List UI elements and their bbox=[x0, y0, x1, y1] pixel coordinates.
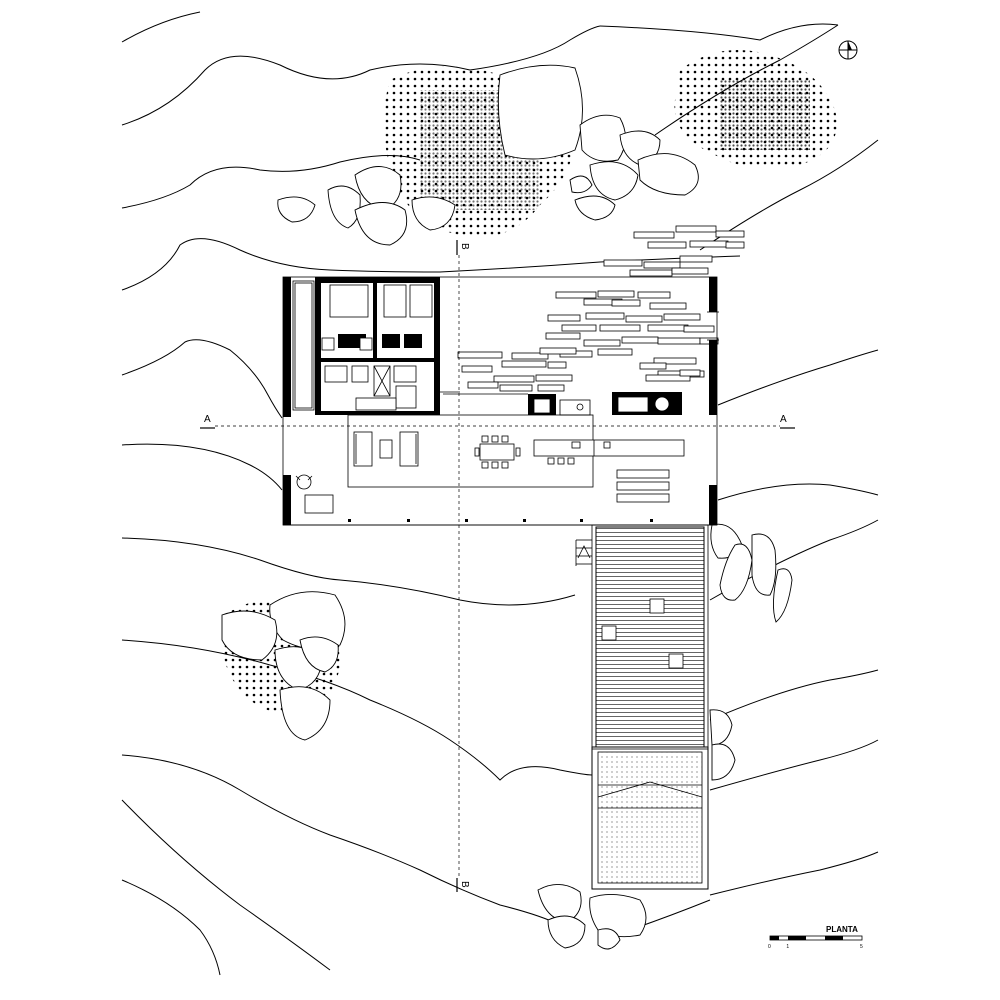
tree-top-right bbox=[674, 50, 837, 169]
section-a-label-right: A bbox=[780, 414, 787, 425]
stepping-stone bbox=[649, 302, 687, 310]
stepping-stone bbox=[537, 384, 565, 392]
column-markers bbox=[348, 519, 653, 522]
stepping-stone bbox=[663, 313, 701, 321]
bedroom-block bbox=[315, 277, 440, 415]
stepping-stone bbox=[457, 351, 503, 359]
stepping-stone bbox=[561, 324, 597, 332]
stepping-stone bbox=[725, 241, 745, 249]
north-arrow-icon bbox=[838, 40, 858, 60]
stepping-stone bbox=[545, 332, 581, 340]
stepping-stone bbox=[611, 299, 641, 307]
stepping-stone bbox=[653, 357, 697, 365]
stepping-stone bbox=[647, 241, 687, 249]
stepping-stone bbox=[689, 240, 729, 248]
section-b-label-bottom: B bbox=[459, 881, 470, 888]
stepping-stone bbox=[683, 325, 715, 333]
stepping-stone bbox=[645, 374, 691, 382]
stepping-stone bbox=[501, 360, 547, 368]
stepping-stone bbox=[585, 312, 625, 320]
stepping-stone bbox=[639, 362, 667, 370]
stepping-stone bbox=[647, 324, 689, 332]
stepping-stone bbox=[535, 374, 573, 382]
stepping-stone bbox=[679, 369, 701, 377]
stepping-stone bbox=[493, 375, 535, 383]
scale-tick-label: 1 bbox=[786, 944, 789, 950]
stepping-stone bbox=[679, 255, 713, 263]
section-line-a bbox=[200, 425, 795, 429]
living-area bbox=[295, 414, 685, 514]
stepping-stone bbox=[539, 347, 577, 355]
stepping-stone bbox=[599, 324, 641, 332]
stepping-stone bbox=[715, 230, 745, 238]
stepping-stone bbox=[555, 291, 597, 299]
stepping-stone bbox=[671, 267, 709, 275]
drawing-title: PLANTA bbox=[826, 925, 858, 934]
stepping-stone bbox=[629, 269, 673, 277]
kitchen-block bbox=[528, 392, 682, 416]
stepping-stone bbox=[597, 348, 633, 356]
scale-tick-label: 0 bbox=[768, 944, 771, 950]
section-b-label-top: B bbox=[459, 243, 470, 250]
stepping-stone bbox=[511, 352, 549, 360]
stepping-stone bbox=[657, 337, 701, 345]
section-line-b bbox=[456, 240, 460, 892]
stepping-stone bbox=[621, 336, 659, 344]
scale-tick-label: 5 bbox=[860, 944, 863, 950]
stepping-stone bbox=[675, 225, 717, 233]
stepping-stone bbox=[499, 384, 533, 392]
house bbox=[282, 276, 719, 526]
stepping-stone bbox=[625, 315, 663, 323]
stepping-stone bbox=[583, 339, 621, 347]
stepping-stone bbox=[547, 361, 567, 369]
stepping-stone bbox=[461, 365, 493, 373]
stepping-stone bbox=[597, 290, 635, 298]
deck-steps bbox=[575, 539, 592, 566]
stepping-stone bbox=[643, 261, 681, 269]
pool bbox=[591, 746, 709, 890]
scale-bar: PLANTA 0 1 5 bbox=[768, 925, 863, 950]
stepping-stone bbox=[603, 259, 643, 267]
stepping-stone bbox=[467, 381, 499, 389]
section-a-label-left: A bbox=[204, 414, 211, 425]
boulders bbox=[221, 64, 793, 950]
stepping-stone bbox=[637, 291, 671, 299]
stepping-stones bbox=[457, 225, 745, 392]
deck bbox=[575, 524, 709, 750]
stepping-stone bbox=[547, 314, 581, 322]
stepping-stone bbox=[633, 231, 675, 239]
